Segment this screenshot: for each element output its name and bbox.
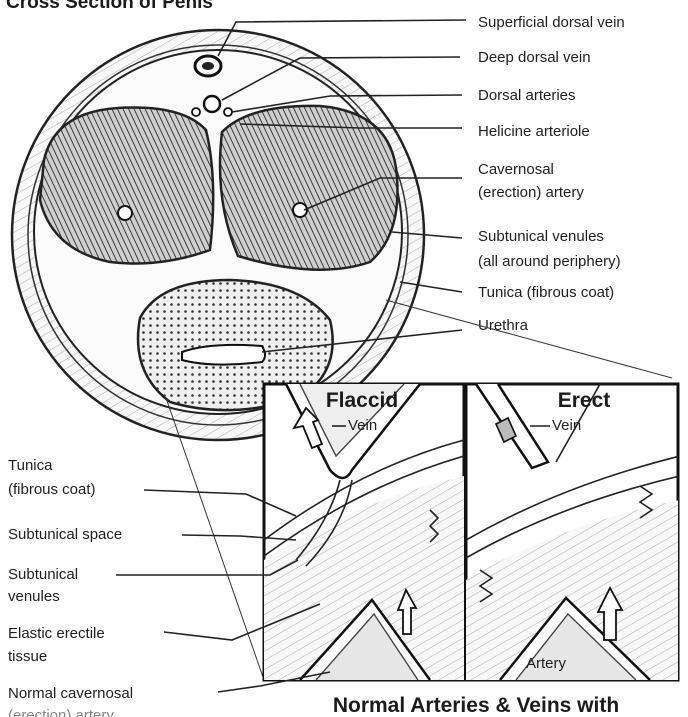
- erect-title: Erect: [558, 389, 611, 412]
- label-dorsal-arteries: Dorsal arteries: [478, 87, 576, 104]
- right-labels: Superficial dorsal vein Deep dorsal vein…: [478, 14, 625, 334]
- erect-panel: Erect Vein Artery: [466, 384, 680, 700]
- caption: Normal Arteries & Veins with: [333, 694, 619, 717]
- label-all-around-periphery: (all around periphery): [478, 253, 621, 270]
- left-labels: Tunica (fibrous coat) Subtunical space S…: [8, 457, 133, 717]
- label-subtunical-venules: Subtunical venules: [478, 228, 604, 245]
- left-corpus-cavernosum: [40, 107, 213, 263]
- right-corpus-cavernosum: [220, 106, 398, 270]
- flaccid-panel: Flaccid Vein: [264, 384, 464, 700]
- label-cavernosal: Cavernosal: [478, 161, 554, 178]
- urethra: [182, 345, 265, 365]
- left-cavernosal-artery: [118, 206, 132, 220]
- label-urethra: Urethra: [478, 317, 529, 334]
- diagram-title: Cross Section of Penis: [6, 0, 213, 13]
- label-venules: venules: [8, 588, 60, 605]
- erect-artery-label: Artery: [526, 655, 567, 672]
- label-subtunical-space: Subtunical space: [8, 526, 122, 543]
- label-erection-artery-left: (erection) artery: [8, 707, 114, 717]
- label-tunica: Tunica: [8, 457, 53, 474]
- flaccid-title: Flaccid: [326, 389, 398, 412]
- dorsal-artery-left: [192, 108, 200, 116]
- label-tissue: tissue: [8, 648, 47, 665]
- label-superficial-dorsal-vein: Superficial dorsal vein: [478, 14, 625, 31]
- erect-vein-label: Vein: [552, 417, 581, 434]
- label-elastic-erectile: Elastic erectile: [8, 625, 105, 642]
- flaccid-vein-label: Vein: [348, 417, 377, 434]
- label-subtunical: Subtunical: [8, 566, 78, 583]
- cross-section: [12, 30, 424, 440]
- label-helicine-arteriole: Helicine arteriole: [478, 123, 590, 140]
- label-deep-dorsal-vein: Deep dorsal vein: [478, 49, 591, 66]
- deep-dorsal-vein: [204, 96, 220, 112]
- label-normal-cavernosal: Normal cavernosal: [8, 685, 133, 702]
- label-erection-artery: (erection) artery: [478, 184, 584, 201]
- dorsal-artery-right: [224, 108, 232, 116]
- label-fibrous-coat: (fibrous coat): [8, 481, 96, 498]
- label-tunica-fibrous-coat: Tunica (fibrous coat): [478, 284, 614, 301]
